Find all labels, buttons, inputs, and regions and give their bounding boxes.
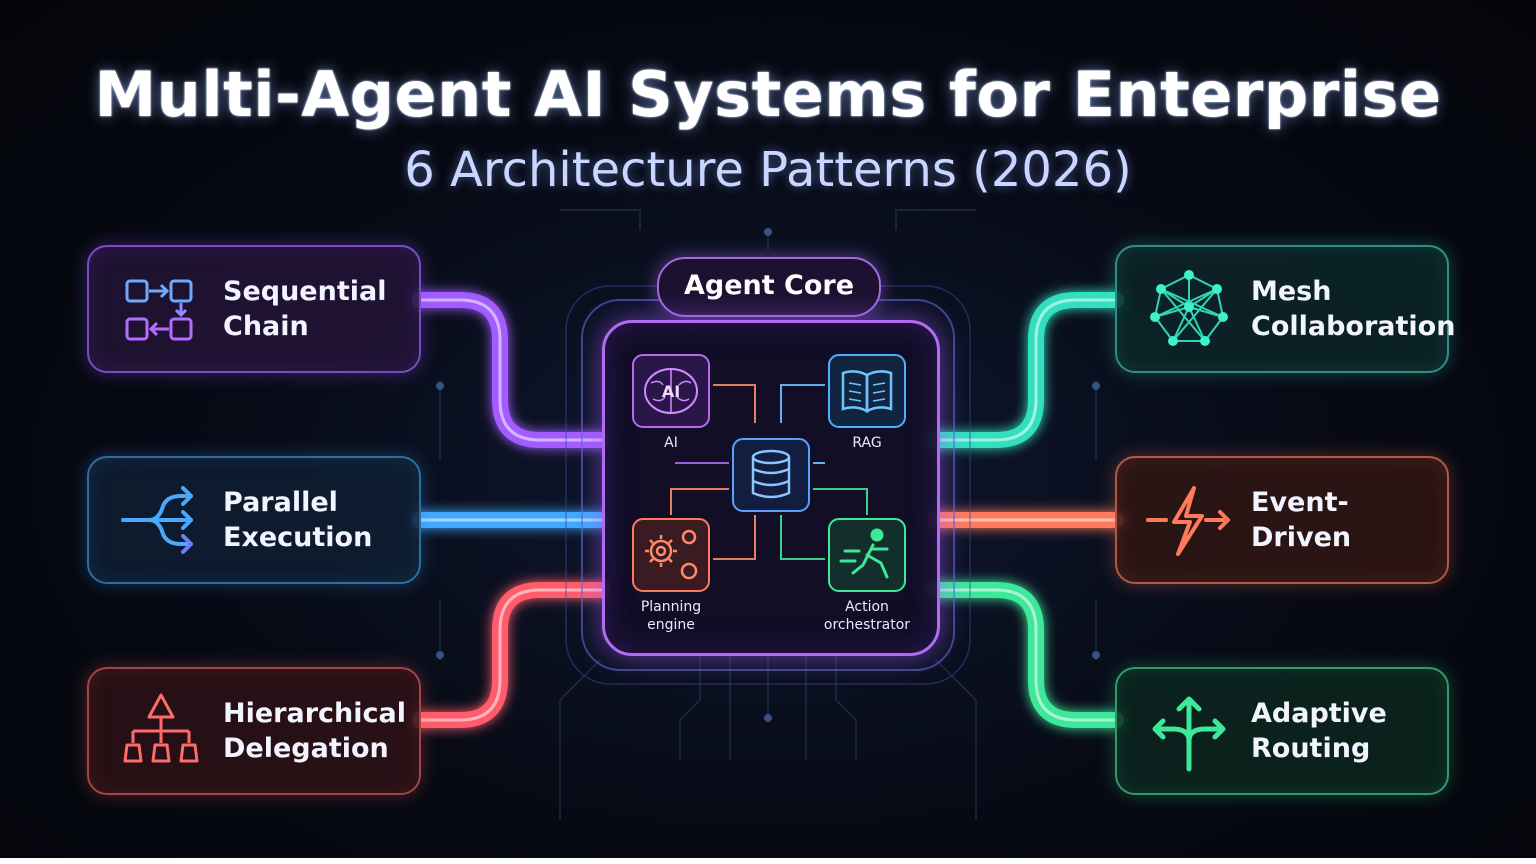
pattern-card-sequential-chain: Sequential Chain xyxy=(87,245,421,373)
flow-steps-icon xyxy=(111,259,211,359)
routing-arrows-icon xyxy=(1139,681,1239,781)
pattern-title-line2: Collaboration xyxy=(1251,311,1456,342)
pattern-title-line1: Hierarchical xyxy=(223,698,406,729)
pattern-title-line1: Sequential xyxy=(223,276,387,307)
planning-label-line2: engine xyxy=(647,617,695,633)
page-title: Multi-Agent AI Systems for Enterprise xyxy=(94,58,1442,131)
pattern-title-line1: Event-Driven xyxy=(1251,487,1352,553)
agent-core-box: AI xyxy=(602,320,940,656)
action-label-line1: Action xyxy=(845,599,889,615)
ai-module-label: AI xyxy=(664,435,678,451)
pattern-card-parallel-execution: Parallel Execution xyxy=(87,456,421,584)
hierarchy-icon xyxy=(111,681,211,781)
book-icon xyxy=(841,370,893,414)
pattern-card-adaptive-routing: Adaptive Routing xyxy=(1115,667,1449,795)
pattern-card-hierarchical-delegation: Hierarchical Delegation xyxy=(87,667,421,795)
pattern-card-mesh-collaboration: Mesh Collaboration xyxy=(1115,245,1455,373)
agent-core-label: Agent Core xyxy=(657,257,881,317)
pattern-title-line2: Chain xyxy=(223,311,309,342)
action-label-line2: orchestrator xyxy=(824,617,910,633)
core-modules-diagram: AI xyxy=(632,354,910,633)
lightning-icon xyxy=(1139,470,1239,570)
ai-icon-text: AI xyxy=(662,382,680,401)
bottom-border xyxy=(0,858,1536,864)
planning-label-line1: Planning xyxy=(641,599,701,615)
brain-icon xyxy=(644,368,698,414)
pattern-title-line2: Execution xyxy=(223,522,373,553)
pattern-title-line1: Mesh xyxy=(1251,276,1332,307)
rag-module-label: RAG xyxy=(852,435,881,451)
pattern-card-event-driven: Event-Driven xyxy=(1115,456,1449,584)
database-icon xyxy=(751,449,791,499)
page-subtitle: 6 Architecture Patterns (2026) xyxy=(404,142,1132,198)
running-figure-icon xyxy=(839,528,889,579)
pattern-title-line1: Adaptive xyxy=(1251,698,1387,729)
fork-arrows-icon xyxy=(111,470,211,570)
pattern-title-line1: Parallel xyxy=(223,487,338,518)
gears-icon xyxy=(645,529,698,580)
pattern-title-line2: Routing xyxy=(1251,733,1371,764)
mesh-network-icon xyxy=(1139,259,1239,359)
pattern-title-line2: Delegation xyxy=(223,733,389,764)
